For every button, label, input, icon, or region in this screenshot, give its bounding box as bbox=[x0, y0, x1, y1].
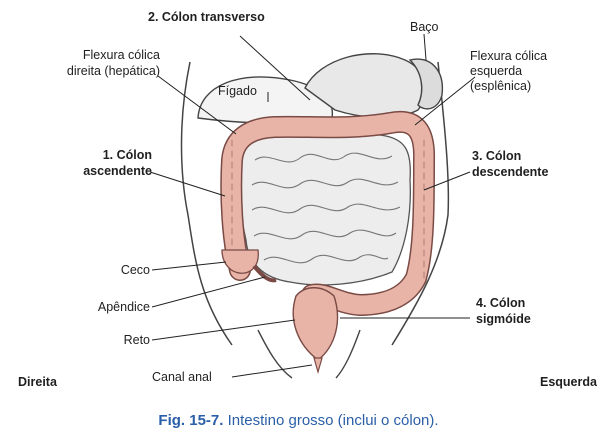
label-cecum: Ceco bbox=[80, 263, 150, 278]
rectum bbox=[293, 288, 337, 360]
label-transverse-colon: 2. Cólon transverso bbox=[148, 10, 265, 25]
figure-caption: Fig. 15-7. Intestino grosso (inclui o có… bbox=[0, 412, 597, 429]
label-descending-colon-2: descendente bbox=[472, 165, 548, 180]
figure-caption-text: Intestino grosso (inclui o cólon). bbox=[228, 412, 439, 429]
label-sigmoid-colon-2: sigmóide bbox=[476, 312, 531, 327]
label-left-flexure-1: Flexura cólica bbox=[470, 49, 547, 64]
label-sigmoid-colon-1: 4. Cólon bbox=[476, 296, 525, 311]
label-ascending-colon-2: ascendente bbox=[60, 164, 152, 179]
label-right-flexure-2: direita (hepática) bbox=[40, 64, 160, 79]
label-appendix: Apêndice bbox=[60, 300, 150, 315]
label-right-side: Direita bbox=[18, 375, 57, 390]
label-left-flexure-2: esquerda bbox=[470, 64, 522, 79]
label-liver: Fígado bbox=[218, 84, 257, 99]
label-rectum: Reto bbox=[80, 333, 150, 348]
label-descending-colon-1: 3. Cólon bbox=[472, 149, 521, 164]
cecum bbox=[222, 250, 258, 273]
label-left-side: Esquerda bbox=[540, 375, 597, 390]
anal-canal bbox=[314, 358, 322, 372]
label-ascending-colon-1: 1. Cólon bbox=[80, 148, 152, 163]
label-spleen: Baço bbox=[410, 20, 439, 35]
label-left-flexure-3: (esplênica) bbox=[470, 79, 531, 94]
figure-number: Fig. 15-7. bbox=[158, 412, 223, 429]
label-right-flexure-1: Flexura cólica bbox=[60, 48, 160, 63]
label-anal-canal: Canal anal bbox=[152, 370, 212, 385]
